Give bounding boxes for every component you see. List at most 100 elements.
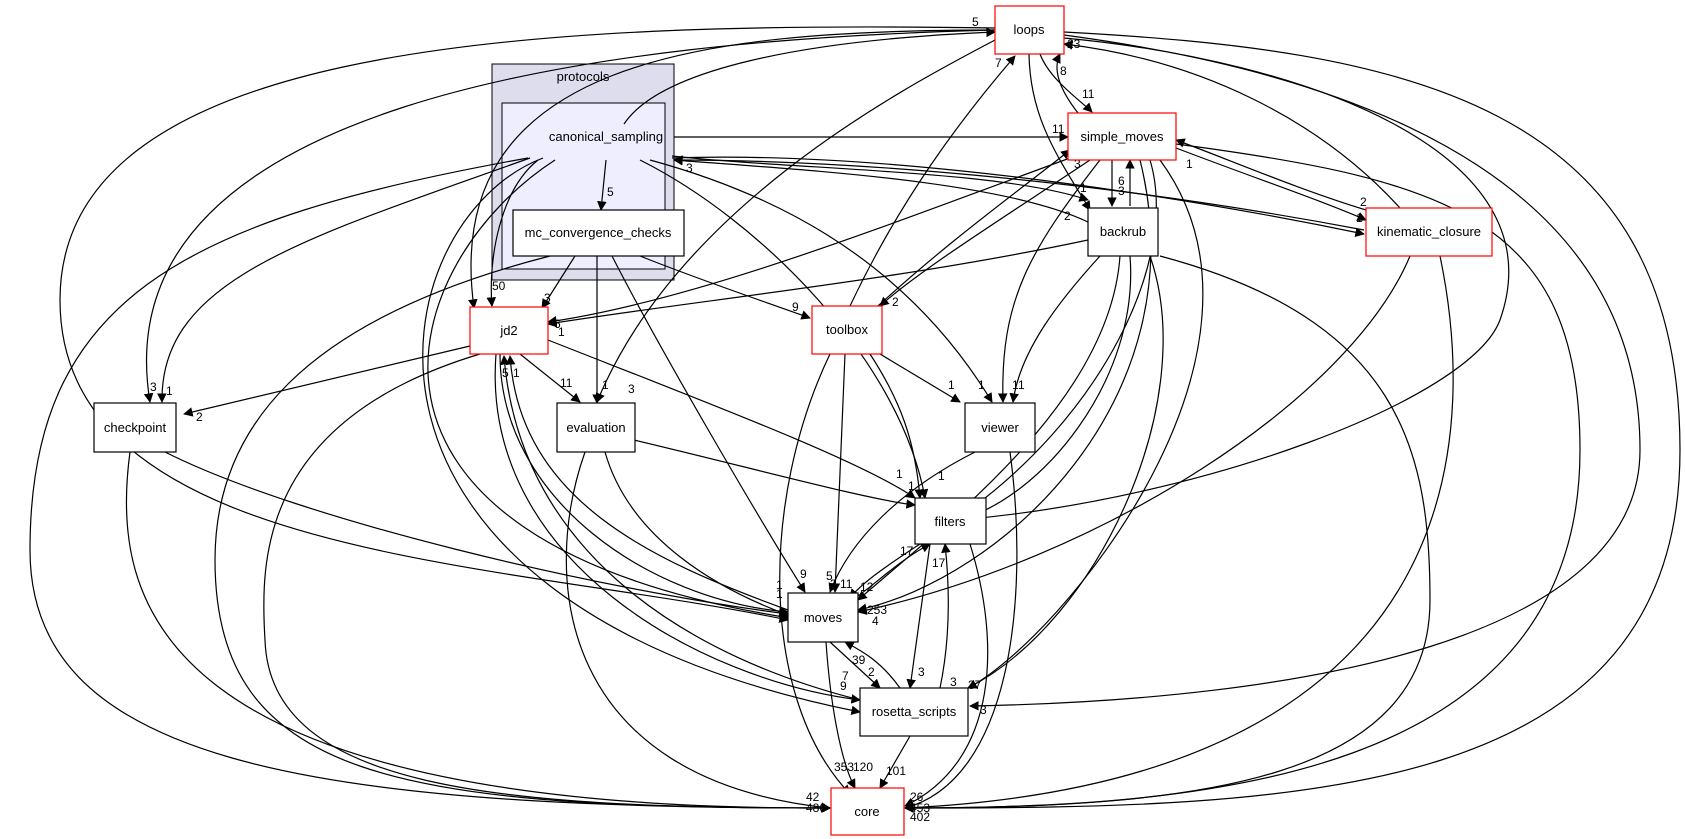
edge-label: 120 [853, 760, 873, 774]
edge-simple_moves-to-viewer [997, 159, 1101, 403]
node-label-backrub: backrub [1100, 224, 1146, 239]
edge-evaluation-to-core [565, 451, 831, 812]
node-mc_convergence_checks[interactable]: mc_convergence_checks [512, 209, 685, 257]
edge-loops-to-core [904, 31, 1681, 813]
edge-viewer-to-moves [828, 451, 976, 593]
cluster-label-protocols: protocols [557, 69, 610, 84]
edge-label: 3 [544, 291, 551, 305]
node-simple_moves[interactable]: simple_moves [1067, 112, 1177, 161]
edge-label: 5 [826, 569, 833, 583]
edge-filters-to-core [904, 543, 989, 807]
edge-simple_moves-to-loops [1051, 53, 1079, 114]
node-label-filters: filters [934, 514, 966, 529]
node-filters[interactable]: filters [914, 497, 987, 545]
edge-label: 2 [868, 665, 875, 679]
edge-toolbox-to-simple_moves [877, 149, 1071, 307]
edges-layer [29, 26, 1681, 813]
edge-label: 101 [886, 764, 906, 778]
edge-label: 3 [1118, 184, 1125, 198]
edge-label: 12 [860, 580, 874, 594]
edge-canonical-to-kinematic [671, 156, 1365, 237]
edge-mc-to-toolbox [639, 255, 811, 320]
edge-label: 9 [792, 300, 799, 314]
edge-label: 3 [830, 577, 837, 591]
edge-toolbox-to-viewer [879, 353, 961, 403]
node-label-toolbox: toolbox [826, 322, 868, 337]
node-moves[interactable]: moves [787, 592, 859, 643]
edge-label: 17 [932, 556, 946, 570]
edge-label: 3 [950, 675, 957, 689]
edge-label: 1 [776, 587, 783, 601]
node-backrub[interactable]: backrub [1087, 207, 1159, 257]
node-label-kinematic_closure: kinematic_closure [1377, 224, 1481, 239]
node-evaluation[interactable]: evaluation [556, 402, 636, 453]
edge-simple_moves-to-toolbox [879, 159, 1091, 307]
edge-rosetta-to-jd2 [499, 355, 861, 701]
edge-label: 5 [607, 185, 614, 199]
edge-label: 1 [558, 325, 565, 339]
edge-jd2-to-rosetta [494, 353, 861, 704]
node-core[interactable]: core [830, 787, 905, 836]
edge-kinematic-to-loops [1063, 40, 1401, 209]
edge-label: 1 [602, 378, 609, 392]
edge-label: 1 [1018, 378, 1025, 392]
edge-label: 11 [840, 577, 853, 591]
node-label-rosetta_scripts: rosetta_scripts [872, 704, 957, 719]
edge-toolbox-to-moves [830, 353, 846, 593]
edge-label: 50 [492, 279, 506, 293]
edge-jd2-to-core [263, 353, 831, 813]
edge-backrub-to-canonical [673, 155, 1089, 223]
node-viewer[interactable]: viewer [964, 402, 1036, 453]
edge-label: 2 [196, 410, 203, 424]
edge-kinematic-to-core [904, 255, 1454, 813]
edge-rosetta-to-core [879, 735, 911, 789]
edge-label: 453 [910, 801, 930, 815]
edge-simple_moves-to-jd2 [547, 157, 1071, 326]
node-label-loops: loops [1013, 22, 1045, 37]
edge-label: 1 [1356, 211, 1363, 225]
node-checkpoint[interactable]: checkpoint [93, 402, 177, 453]
edge-label: 3 [918, 665, 925, 679]
node-jd2[interactable]: jd2 [469, 306, 549, 355]
edge-jd2-to-filters [547, 339, 916, 499]
edge-loops-to-jd2 [468, 29, 996, 309]
edge-label: 1 [1080, 181, 1087, 195]
edge-label: 11 [560, 376, 573, 390]
edge-label: 26 [910, 790, 924, 804]
edge-moves-to-core [825, 641, 856, 789]
edge-label: 4 [872, 614, 879, 628]
edge-toolbox-to-core [779, 353, 851, 795]
node-label-checkpoint: checkpoint [104, 420, 167, 435]
edge-label: 39 [852, 653, 866, 667]
edge-label: 6 [1118, 174, 1125, 188]
edge-label: 1 [896, 467, 903, 481]
edge-label: 1 [978, 378, 985, 392]
edge-rosetta-to-filters [939, 543, 951, 689]
edge-label: 1 [166, 384, 173, 398]
edge-label: 7 [995, 56, 1002, 70]
edge-mc-to-jd2 [541, 255, 576, 309]
node-rosetta_scripts[interactable]: rosetta_scripts [859, 687, 969, 737]
edge-label: 3 [1074, 157, 1081, 171]
node-kinematic_closure[interactable]: kinematic_closure [1365, 207, 1493, 257]
edge-label: 23 [1067, 37, 1081, 51]
node-toolbox[interactable]: toolbox [811, 305, 883, 355]
edge-label: 1 [948, 378, 955, 392]
edge-label: 37 [968, 678, 982, 692]
node-loops[interactable]: loops [994, 5, 1065, 55]
edge-toolbox-to-loops [849, 55, 1016, 307]
edge-canonical-to-viewer [649, 159, 993, 403]
edge-label: 2 [1360, 195, 1367, 209]
edge-label: 11 [1082, 87, 1095, 101]
edge-loops-to-evaluation [595, 39, 996, 403]
node-label-mc_convergence_checks: mc_convergence_checks [525, 225, 672, 240]
edge-canonical-to-moves [427, 159, 791, 622]
edge-backrub-to-rosetta [967, 255, 1164, 689]
edge-mc-to-core [214, 255, 831, 813]
edge-jd2-to-moves [499, 353, 789, 617]
edge-label: 11 [1052, 122, 1065, 136]
node-canonical_sampling[interactable]: canonical_sampling [540, 114, 674, 160]
edge-backrub-to-viewer [1009, 255, 1101, 403]
edge-kinematic-to-canonical [673, 155, 1365, 231]
edge-label: 253 [867, 603, 887, 617]
